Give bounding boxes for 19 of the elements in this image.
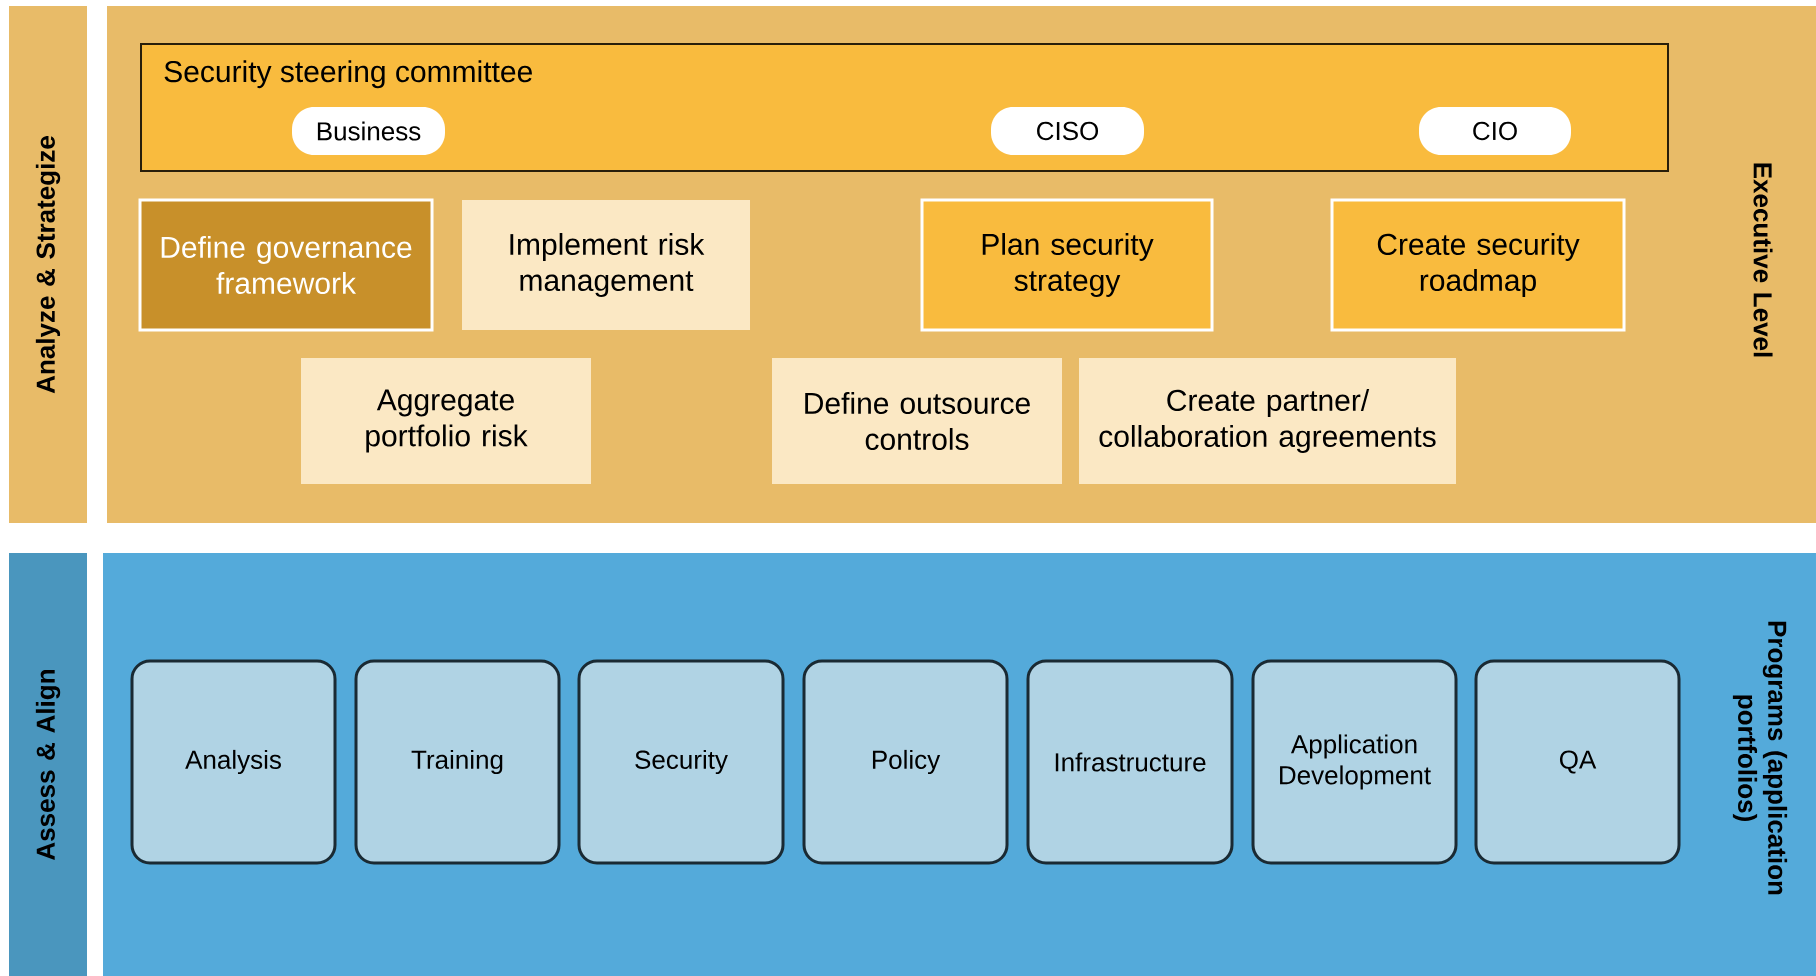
program-box: Analysis (130, 659, 337, 865)
program-box: Training (354, 659, 561, 865)
task-box: Plan security strategy (920, 198, 1214, 332)
program-box: Policy (802, 659, 1009, 865)
role-pill: CIO (1419, 107, 1571, 155)
task-box: Aggregate portfolio risk (301, 358, 591, 484)
program-box: Application Development (1251, 659, 1458, 865)
task-box: Create security roadmap (1330, 198, 1626, 332)
role-pill: Business (292, 107, 445, 155)
program-box: Infrastructure (1026, 659, 1234, 865)
side-band: Assess & Align (9, 553, 87, 976)
side-band: Analyze & Strategize (9, 6, 87, 523)
task-box: Define outsource controls (772, 358, 1062, 484)
task-box: Create partner/ collaboration agreements (1079, 358, 1456, 484)
program-box: QA (1474, 659, 1681, 865)
role-pill: CISO (991, 107, 1144, 155)
task-box: Define governance framework (138, 198, 434, 332)
program-box: Security (577, 659, 785, 865)
task-box: Implement risk management (462, 200, 750, 330)
